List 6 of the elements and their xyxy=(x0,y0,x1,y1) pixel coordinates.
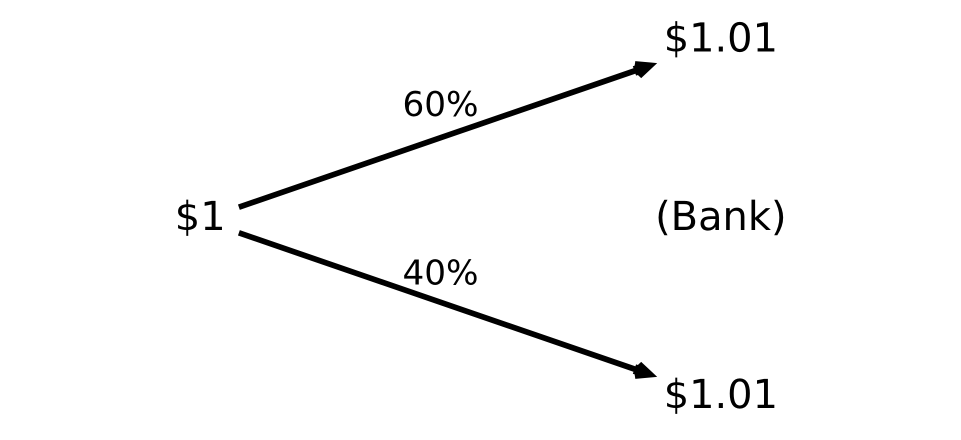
node-text: $1 xyxy=(174,194,226,240)
edge-label: 40% xyxy=(402,253,479,294)
label: (Bank) xyxy=(655,194,787,240)
node-text: $1.01 xyxy=(664,16,778,62)
node-text: $1.01 xyxy=(664,372,778,418)
edge-label: 60% xyxy=(402,85,479,126)
